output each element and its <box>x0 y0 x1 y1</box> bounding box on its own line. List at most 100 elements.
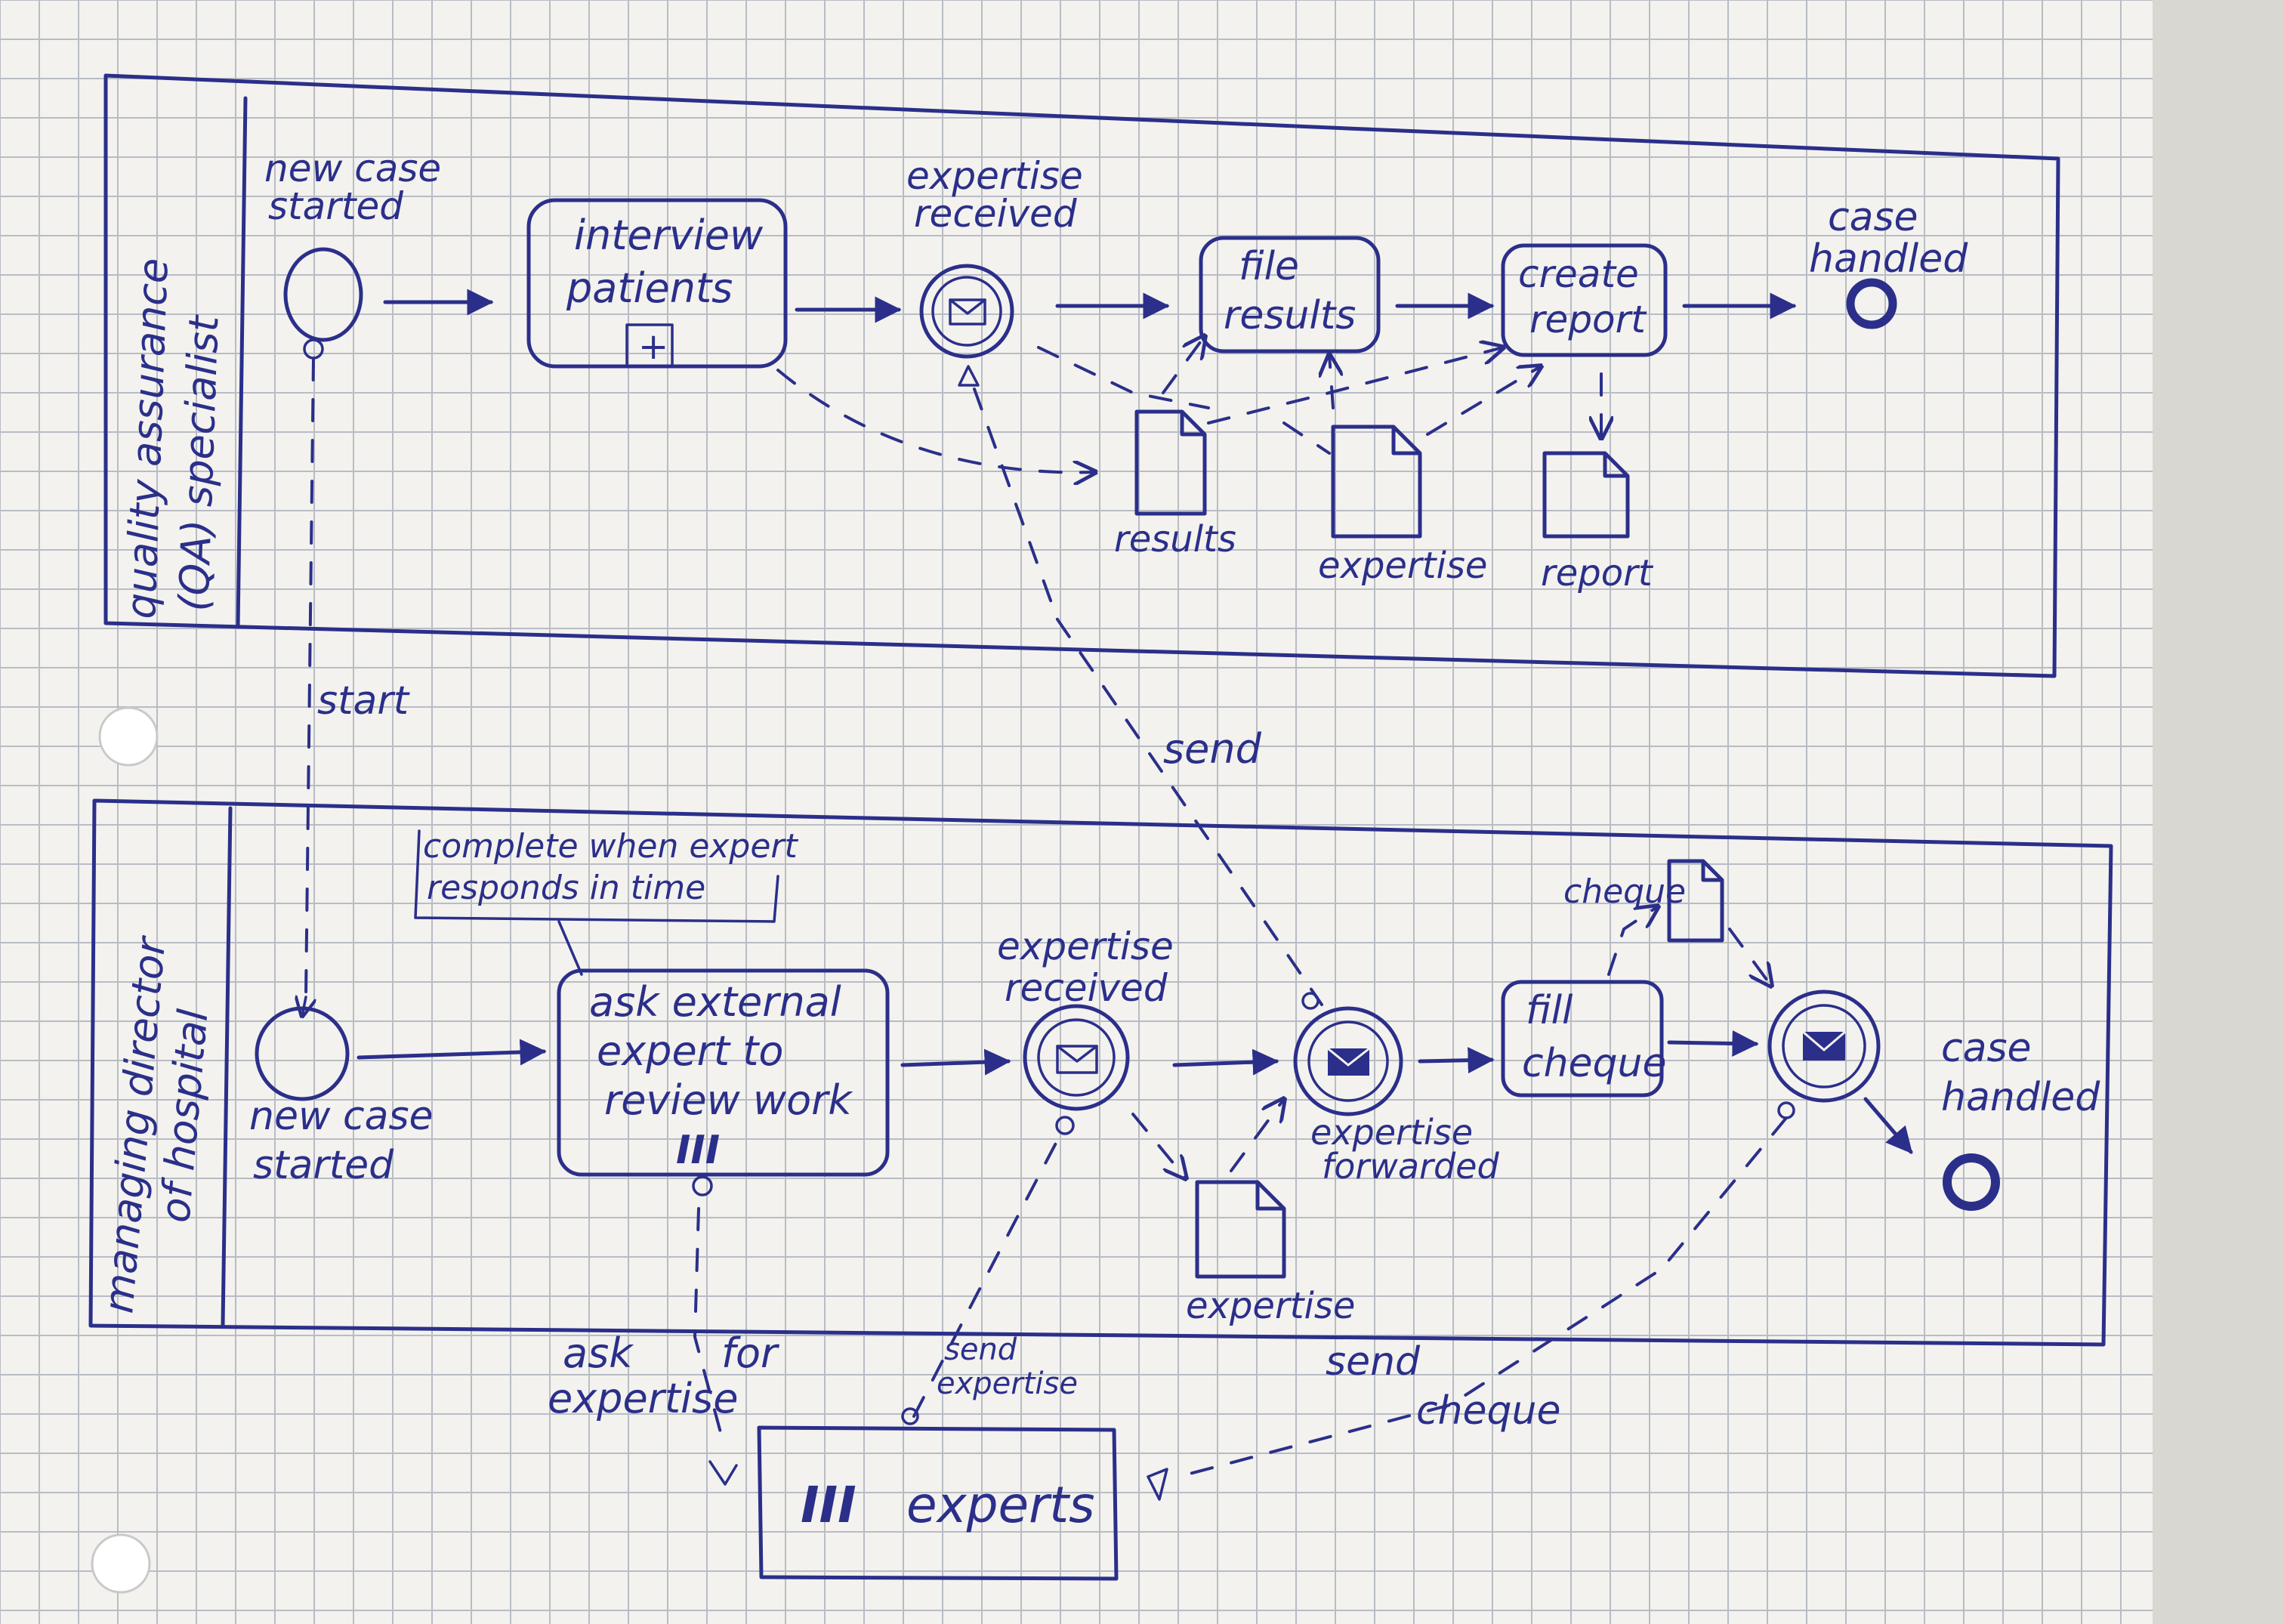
message-send-cheque-label-1: send <box>1326 1339 1421 1385</box>
pool-experts: III experts <box>757 1425 1119 1581</box>
message-flow-origin-dot <box>901 1407 919 1425</box>
envelope-flap-icon <box>949 298 986 315</box>
annotation-label-2: responds in time <box>427 869 705 907</box>
experts-label: experts <box>906 1476 1095 1534</box>
envelope-flap-icon <box>1056 1045 1098 1063</box>
multi-instance-marker: III <box>676 1128 720 1173</box>
doc-cheque-label: cheque <box>1563 872 1686 911</box>
message-send-expertise-label-1: send <box>944 1332 1017 1367</box>
paper-sheet <box>0 0 2153 1624</box>
doc-cheque: cheque <box>1563 859 1724 943</box>
sequence-flow-11 <box>1863 1097 1913 1154</box>
qa-expertise-received-label-1: expertise <box>906 154 1083 198</box>
qa-create-report-task: create report <box>1501 243 1668 357</box>
envelope-icon <box>949 298 986 326</box>
interview-task-label-2: patients <box>566 264 733 312</box>
subprocess-marker: + <box>638 326 668 368</box>
pool-qa-name-line2: (QA) specialist <box>170 313 228 612</box>
text-annotation: complete when expert responds in time <box>414 827 799 976</box>
message-start-label: start <box>317 678 410 724</box>
message-flow-target-dot <box>1055 1116 1075 1135</box>
qa-start-label-2: started <box>268 184 403 228</box>
director-start-event: new case started <box>249 1006 434 1188</box>
pool-director-border <box>88 798 2113 1347</box>
ask-task-label-3: review work <box>604 1076 853 1124</box>
message-flow-start <box>304 357 315 999</box>
director-expertise-forwarded-event: expertise forwarded <box>1293 992 1499 1187</box>
message-ask-label-1: ask <box>563 1329 634 1377</box>
message-ask-label-2: expertise <box>548 1375 738 1422</box>
data-assoc-expertise-forwarded <box>1230 1099 1284 1172</box>
create-report-label-1: create <box>1518 252 1639 296</box>
data-assoc-interview-results <box>776 369 1095 472</box>
doc-expertise-director-label: expertise <box>1186 1285 1355 1327</box>
sequence-flow-9 <box>1418 1047 1495 1074</box>
data-assoc-expertise-file <box>1329 355 1333 409</box>
data-assoc-received-expertise <box>1131 1113 1186 1178</box>
doc-expertise-qa-label: expertise <box>1318 545 1487 587</box>
data-assoc-expertise-report <box>1426 366 1541 436</box>
ask-task-label-2: expert to <box>597 1027 783 1075</box>
sequence-flow-8 <box>1172 1048 1279 1076</box>
director-expertise-received-event: expertise received <box>997 925 1174 1135</box>
qa-expertise-received-label-2: received <box>914 192 1077 236</box>
director-end-event: case handled <box>1941 1026 2100 1211</box>
fill-cheque-label-2: cheque <box>1522 1041 1667 1086</box>
director-ask-expert-task: ask external expert to review work III <box>557 968 890 1196</box>
doc-results: results <box>1114 409 1236 560</box>
qa-end-event: case handled <box>1809 195 1968 329</box>
subprocess-marker-box <box>625 323 674 368</box>
message-flow-target-triangle <box>958 365 980 387</box>
data-assoc-cheque-send <box>1728 928 1771 986</box>
qa-interview-task: interview patients + <box>526 198 788 369</box>
message-send-cheque-label-2: cheque <box>1416 1388 1561 1434</box>
message-flow-start-arrowhead <box>302 997 306 1016</box>
doc-report-label: report <box>1541 552 1654 594</box>
fill-cheque-label-1: fill <box>1526 988 1573 1033</box>
create-report-label-2: report <box>1529 298 1647 341</box>
data-assoc-results-file <box>1162 336 1205 394</box>
qa-start-label-1: new case <box>264 147 441 190</box>
director-start-label-2: started <box>253 1143 394 1188</box>
message-ask-label-1b: for <box>721 1329 779 1377</box>
doc-report: report <box>1541 451 1654 594</box>
pool-director-header-divider <box>221 806 233 1328</box>
expertise-forwarded-label-1: expertise <box>1310 1112 1473 1153</box>
sequence-flow-6 <box>356 1039 547 1066</box>
message-flow-send <box>973 387 1323 1006</box>
director-fill-cheque-task: fill cheque <box>1501 980 1667 1098</box>
ask-task-label-1: ask external <box>589 978 841 1026</box>
doc-expertise-director: expertise <box>1186 1180 1355 1327</box>
qa-expertise-received-event: expertise received <box>906 154 1083 387</box>
message-send-label: send <box>1163 725 1262 773</box>
message-flow-send-cheque <box>1177 1116 1788 1478</box>
qa-file-results-task: file results <box>1199 236 1381 354</box>
message-flow-ask-for-expertise <box>693 1207 723 1437</box>
punch-hole-upper <box>98 706 159 767</box>
message-send-expertise-label-2: expertise <box>937 1366 1078 1401</box>
data-assoc-results-report <box>1207 347 1503 425</box>
qa-end-label-2: handled <box>1809 236 1968 282</box>
doc-results-label: results <box>1114 518 1236 560</box>
qa-end-label-1: case <box>1828 195 1918 240</box>
director-end-label-2: handled <box>1941 1075 2100 1120</box>
director-expertise-received-label-1: expertise <box>997 925 1174 968</box>
data-assoc-expertise-link <box>1282 421 1331 455</box>
director-end-label-1: case <box>1941 1026 2032 1071</box>
doc-expertise-qa: expertise <box>1318 425 1487 587</box>
experts-multi-marker: III <box>801 1476 857 1534</box>
message-flow-send-expertise <box>912 1132 1063 1418</box>
pool-qa-border <box>103 73 2060 678</box>
message-flow-ask-arrowhead <box>708 1460 738 1486</box>
pool-qa-header-divider <box>236 96 248 629</box>
file-results-label-2: results <box>1224 293 1356 338</box>
expertise-forwarded-label-2: forwarded <box>1322 1146 1499 1187</box>
punch-hole-lower <box>91 1533 151 1594</box>
sequence-flow-7 <box>900 1048 1011 1076</box>
file-results-label-1: file <box>1239 244 1299 289</box>
qa-start-event: new case started <box>264 147 441 360</box>
director-start-label-1: new case <box>249 1094 434 1139</box>
sequence-flow-10 <box>1667 1030 1759 1057</box>
